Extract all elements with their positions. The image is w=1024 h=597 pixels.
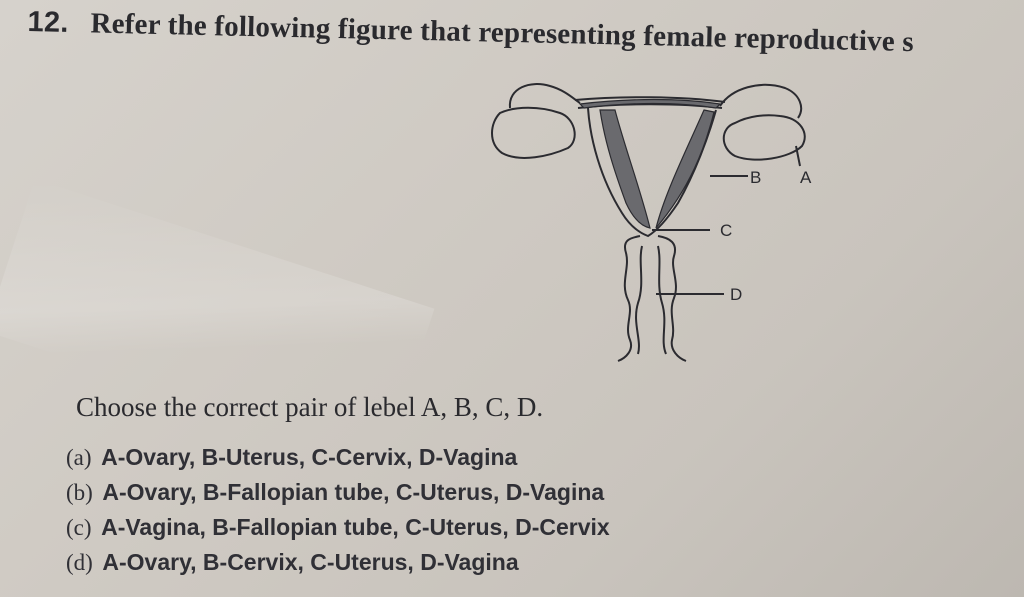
- vagina-left: [617, 235, 641, 362]
- label-c: C: [720, 221, 732, 240]
- diagram-svg: B A C D: [491, 83, 812, 362]
- option-c[interactable]: (c) A-Vagina, B-Fallopian tube, C-Uterus…: [66, 510, 610, 545]
- right-ovary: [722, 114, 806, 161]
- option-tag: (b): [66, 480, 93, 505]
- endometrium-right: [655, 109, 715, 229]
- reproductive-system-diagram: B A C D: [480, 68, 830, 383]
- option-text: A-Ovary, B-Cervix, C-Uterus, D-Vagina: [102, 549, 519, 575]
- option-text: A-Ovary, B-Uterus, C-Cervix, D-Vagina: [101, 444, 518, 470]
- question-text: Refer the following figure that represen…: [90, 7, 915, 59]
- prompt-text: Choose the correct pair of lebel A, B, C…: [76, 392, 544, 422]
- option-tag: (d): [66, 550, 93, 575]
- label-b: B: [750, 168, 761, 187]
- left-fimbriae: [508, 83, 581, 109]
- question-heading: 12. Refer the following figure that repre…: [27, 6, 914, 59]
- endometrium-left: [599, 109, 651, 229]
- left-ovary: [491, 106, 576, 159]
- endometrium-top: [578, 98, 722, 109]
- option-b[interactable]: (b) A-Ovary, B-Fallopian tube, C-Uterus,…: [66, 475, 610, 510]
- option-text: A-Vagina, B-Fallopian tube, C-Uterus, D-…: [101, 514, 610, 540]
- label-d: D: [730, 285, 742, 304]
- option-tag: (a): [66, 445, 92, 470]
- vagina-right: [657, 235, 687, 362]
- right-fimbriae: [719, 83, 803, 119]
- question-number: 12.: [27, 6, 69, 39]
- label-a: A: [800, 168, 812, 187]
- option-d[interactable]: (d) A-Ovary, B-Cervix, C-Uterus, D-Vagin…: [66, 545, 610, 580]
- option-a[interactable]: (a) A-Ovary, B-Uterus, C-Cervix, D-Vagin…: [66, 440, 610, 475]
- fallopian-tube: [574, 96, 726, 103]
- answer-options: (a) A-Ovary, B-Uterus, C-Cervix, D-Vagin…: [66, 440, 610, 580]
- option-tag: (c): [66, 515, 92, 540]
- option-text: A-Ovary, B-Fallopian tube, C-Uterus, D-V…: [102, 479, 605, 505]
